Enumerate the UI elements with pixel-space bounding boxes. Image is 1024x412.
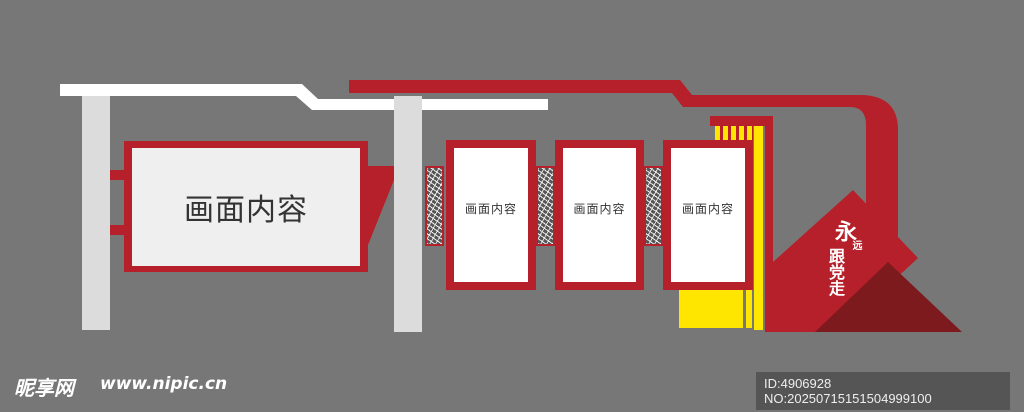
- frame-bracket: [368, 166, 396, 245]
- red-top-beam: [349, 80, 898, 238]
- watermark-logo: 昵享网: [14, 376, 74, 400]
- small-panel: 画面内容: [454, 148, 528, 282]
- yellow-base-strip: [746, 290, 752, 328]
- connector: [110, 170, 126, 180]
- small-panel-label: 画面内容: [573, 202, 626, 216]
- yellow-stripes: [715, 126, 753, 140]
- small-panel-frame: 画面内容: [446, 140, 536, 290]
- small-panel-frame: 画面内容: [663, 140, 753, 290]
- yellow-base: [679, 290, 743, 328]
- slogan-big: 永: [831, 220, 857, 242]
- small-panel: 画面内容: [563, 148, 636, 282]
- middle-post: [394, 96, 422, 332]
- lattice-screen: [536, 166, 555, 246]
- connector: [110, 225, 126, 235]
- lattice-screen: [644, 166, 663, 246]
- red-column: [765, 116, 773, 332]
- slogan-rest: 跟党走: [826, 248, 845, 296]
- column-cap: [710, 116, 773, 126]
- lattice-screen: [425, 166, 444, 246]
- main-panel-label: 画面内容: [184, 193, 308, 228]
- main-panel: 画面内容: [132, 148, 360, 266]
- slogan-board: [773, 190, 918, 332]
- slogan-small: 远: [850, 240, 861, 250]
- dark-red-triangle: [815, 262, 962, 332]
- small-panel-label: 画面内容: [464, 202, 517, 216]
- main-panel-frame: 画面内容: [124, 141, 368, 272]
- left-post: [82, 96, 110, 330]
- watermark-url: www.nipic.cn: [100, 374, 228, 394]
- yellow-column: [754, 126, 763, 330]
- white-top-beam: [60, 84, 548, 110]
- small-panel: 画面内容: [671, 148, 745, 282]
- small-panel-label: 画面内容: [681, 202, 734, 216]
- id-badge: ID:4906928 NO:20250715151504999100: [756, 372, 1010, 410]
- small-panel-frame: 画面内容: [555, 140, 644, 290]
